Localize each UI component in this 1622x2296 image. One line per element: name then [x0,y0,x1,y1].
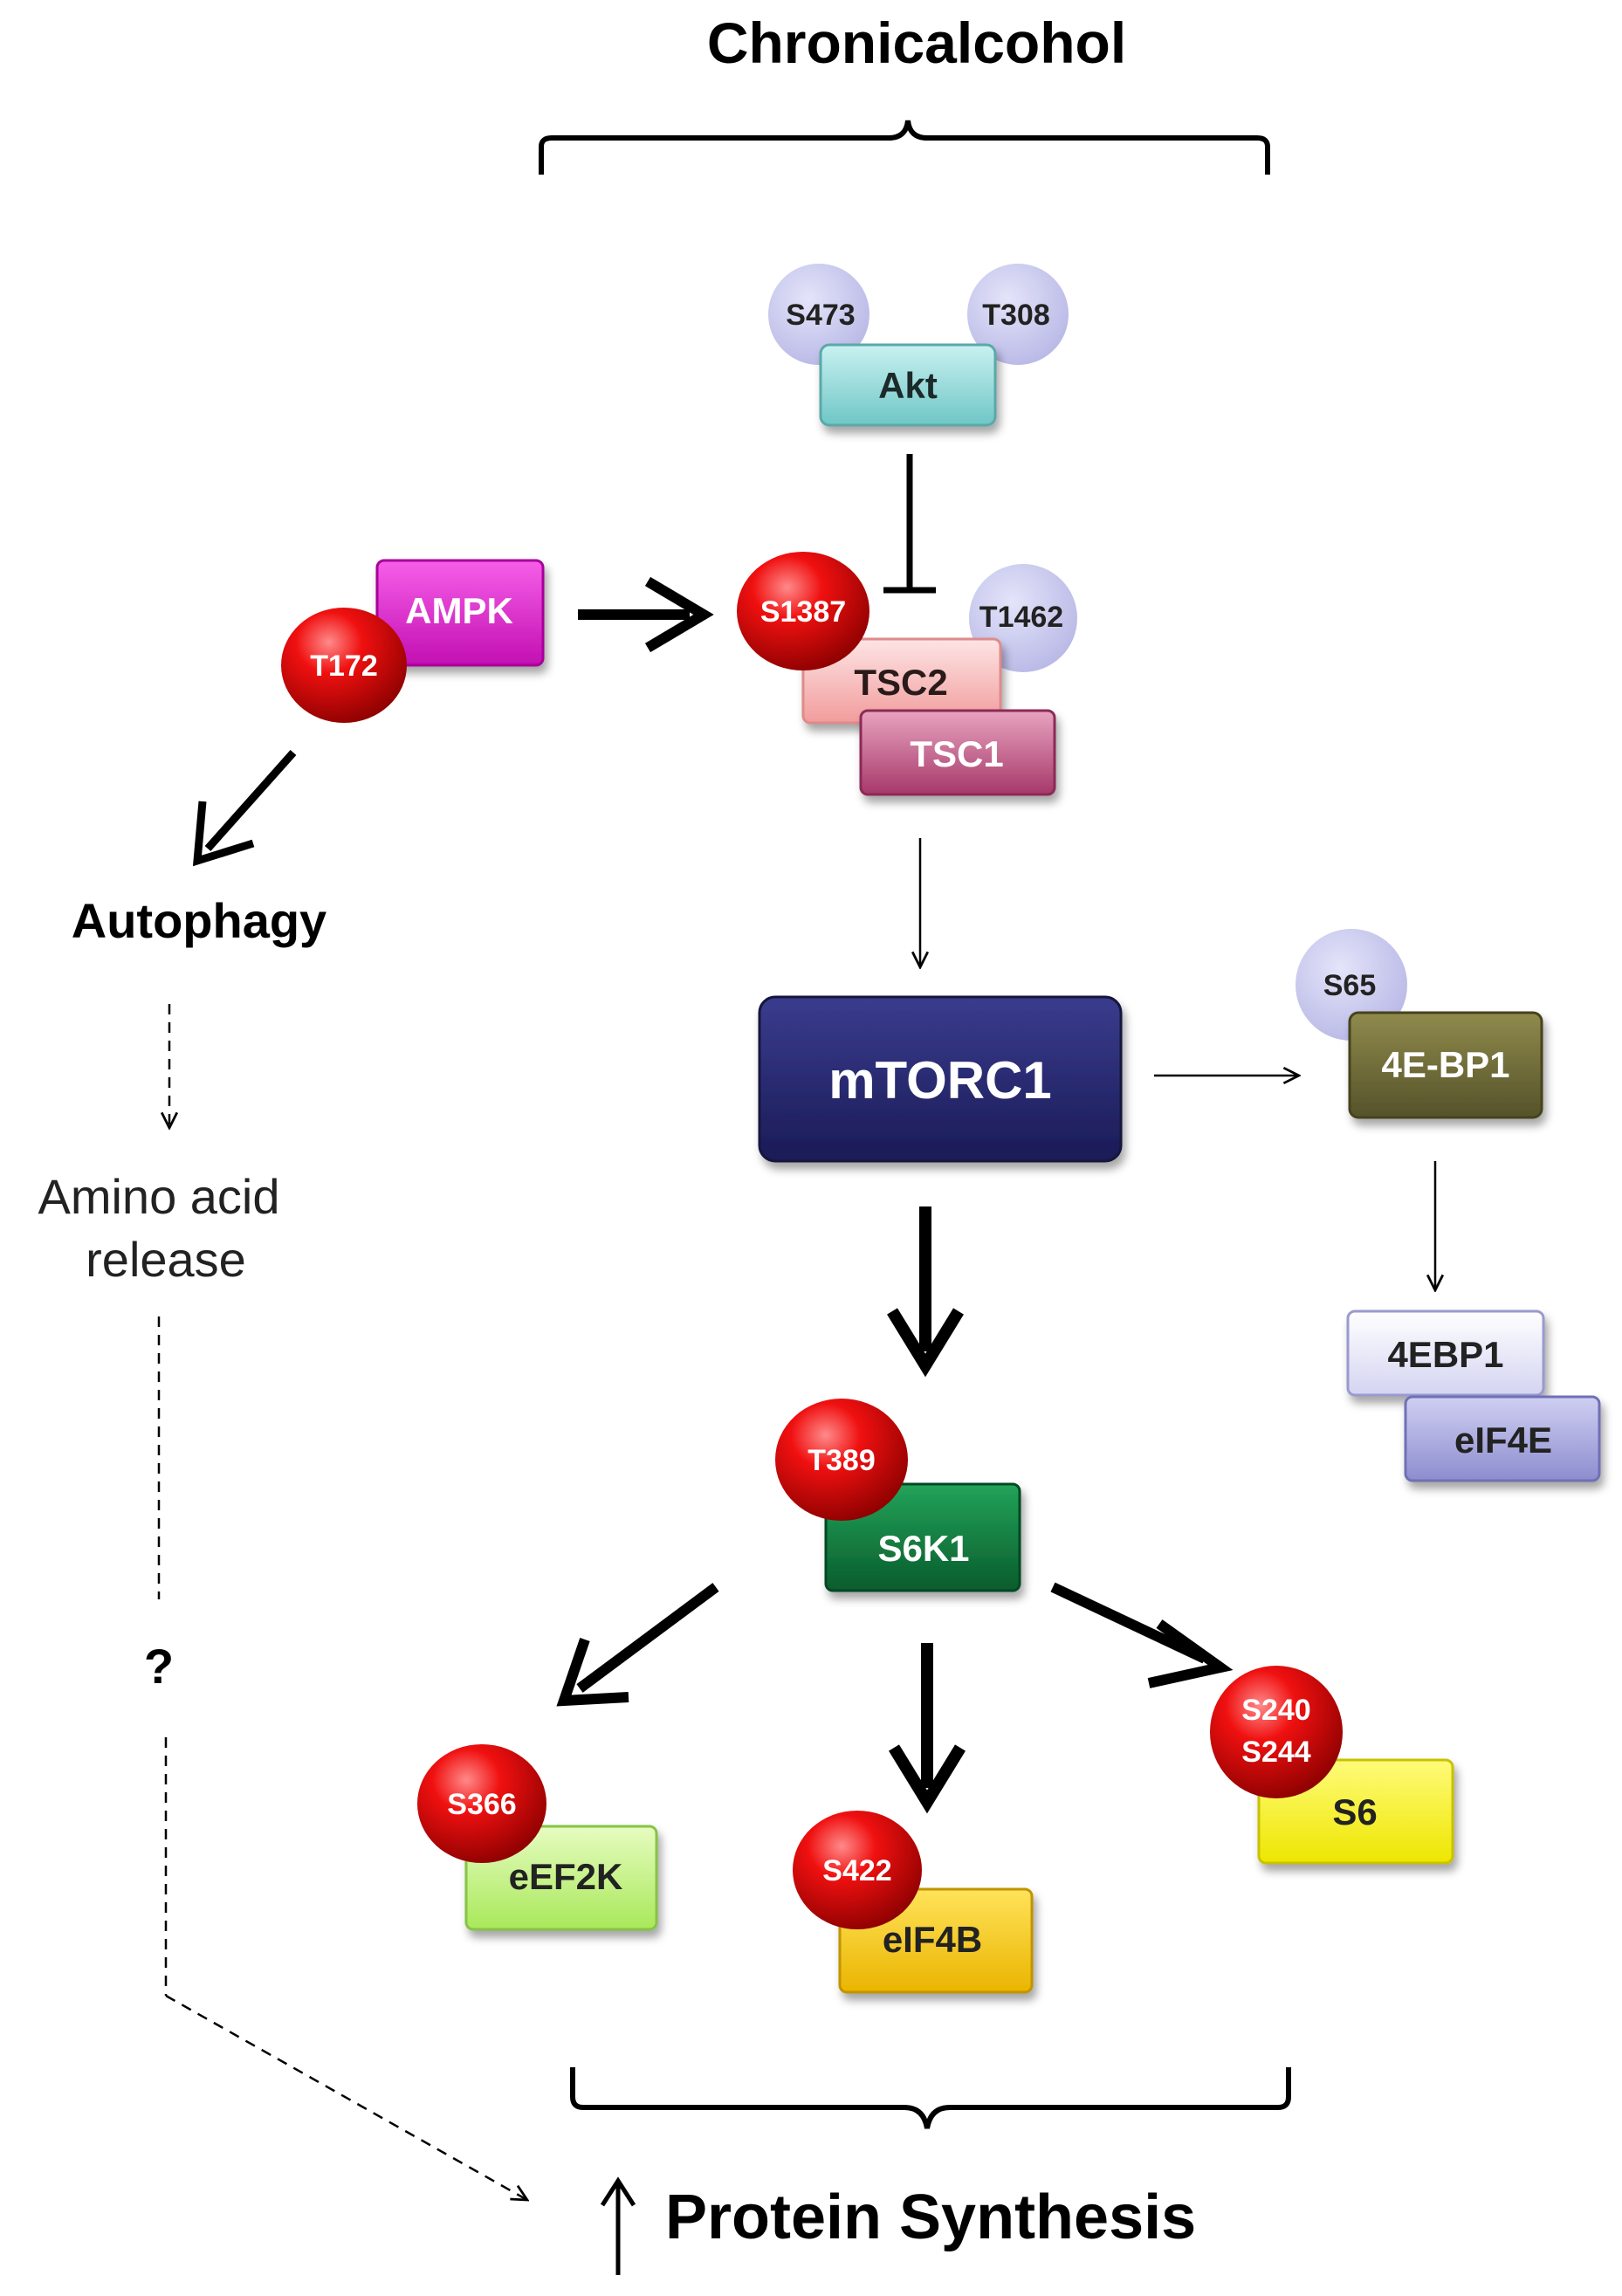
akt-site-s473-label: S473 [786,299,855,332]
eef2k-complex: S366 eEF2K [417,1744,658,1931]
question-mark: ? [144,1639,174,1694]
ampk-site-t172 [281,608,407,723]
top-bracket [539,120,1270,175]
s6-site-s240-s244 [1210,1666,1343,1798]
increase-arrow-icon [600,2176,636,2275]
ampk-label: AMPK [405,590,513,631]
to-protein-synthesis-dashed-arrow [165,1994,527,2200]
release-label: release [86,1232,246,1287]
akt-box [819,343,997,427]
eif4e-label: eIF4E [1454,1420,1552,1461]
mtorc1-to-s6k1-arrow [887,1206,964,1378]
tsc1-box [859,709,1056,796]
s6-label: S6 [1332,1791,1377,1832]
s6k1-label: S6K1 [877,1528,969,1569]
tsc1-label: TSC1 [910,733,1003,774]
eif4b-complex: S422 eIF4B [793,1811,1034,1994]
eif4b-site-s422 [793,1811,922,1929]
ampk-to-autophagy-arrow [192,750,297,867]
s6-site-s244-label: S244 [1241,1736,1310,1769]
ampk-to-tsc2-arrow [578,576,714,653]
eef2k-site-s366 [417,1744,546,1863]
tsc2-label: TSC2 [854,662,947,703]
tsc-complex: S1387 T1462 TSC2 TSC1 [737,552,1077,796]
ampk-box [375,559,545,667]
tsc2-site-s1387-label: S1387 [760,595,846,629]
akt-site-t308-label: T308 [982,299,1050,332]
s6-site-s240-label: S240 [1241,1694,1310,1727]
4ebp1-label: 4EBP1 [1387,1334,1503,1375]
mtorc1-complex: mTORC1 [758,995,1123,1163]
akt-site-t308 [967,264,1069,365]
s6k1-to-s6-arrow [1050,1582,1234,1688]
eif4b-label: eIF4B [883,1919,982,1960]
s6k1-site-t389-label: T389 [808,1444,876,1477]
s6k1-site-t389 [775,1399,908,1521]
4ebp1-box [1346,1310,1545,1397]
4ebp1-phospho-complex: S65 4E-BP1 [1296,929,1543,1119]
mtorc1-box [758,995,1123,1163]
4ebp1-phospho-label: 4E-BP1 [1381,1044,1509,1085]
protein-synthesis-label: Protein Synthesis [665,2183,1196,2252]
s6k1-to-eef2k-arrow [556,1583,719,1707]
4ebp1-phospho-box [1348,1011,1543,1119]
autophagy-label: Autophagy [72,893,326,948]
akt-complex: S473 T308 Akt [768,264,1069,427]
akt-inhibits-tsc2 [883,454,936,594]
tsc2-site-s1387 [737,552,869,670]
ampk-site-t172-label: T172 [310,650,378,683]
4ebp1-site-s65-label: S65 [1323,969,1377,1002]
tsc2-site-t1462-label: T1462 [979,601,1063,634]
diagram-title: Chronicalcohol [707,10,1126,75]
s6-complex: S240 S244 S6 [1210,1666,1454,1865]
akt-label: Akt [878,365,938,406]
4ebp1-eif4e-complex: 4EBP1 eIF4E [1346,1310,1601,1482]
mtorc1-label: mTORC1 [828,1051,1052,1110]
s6k1-to-eif4b-arrow [889,1643,966,1814]
eef2k-site-s366-label: S366 [447,1788,516,1821]
amino-acid-label: Amino acid [38,1169,279,1224]
ampk-complex: AMPK T172 [281,559,545,723]
eef2k-label: eEF2K [509,1856,623,1897]
s6k1-complex: T389 S6K1 [775,1399,1021,1592]
eif4e-box [1404,1395,1601,1482]
akt-site-s473 [768,264,869,365]
bottom-bracket [570,2067,1291,2129]
eif4b-site-s422-label: S422 [822,1854,891,1887]
